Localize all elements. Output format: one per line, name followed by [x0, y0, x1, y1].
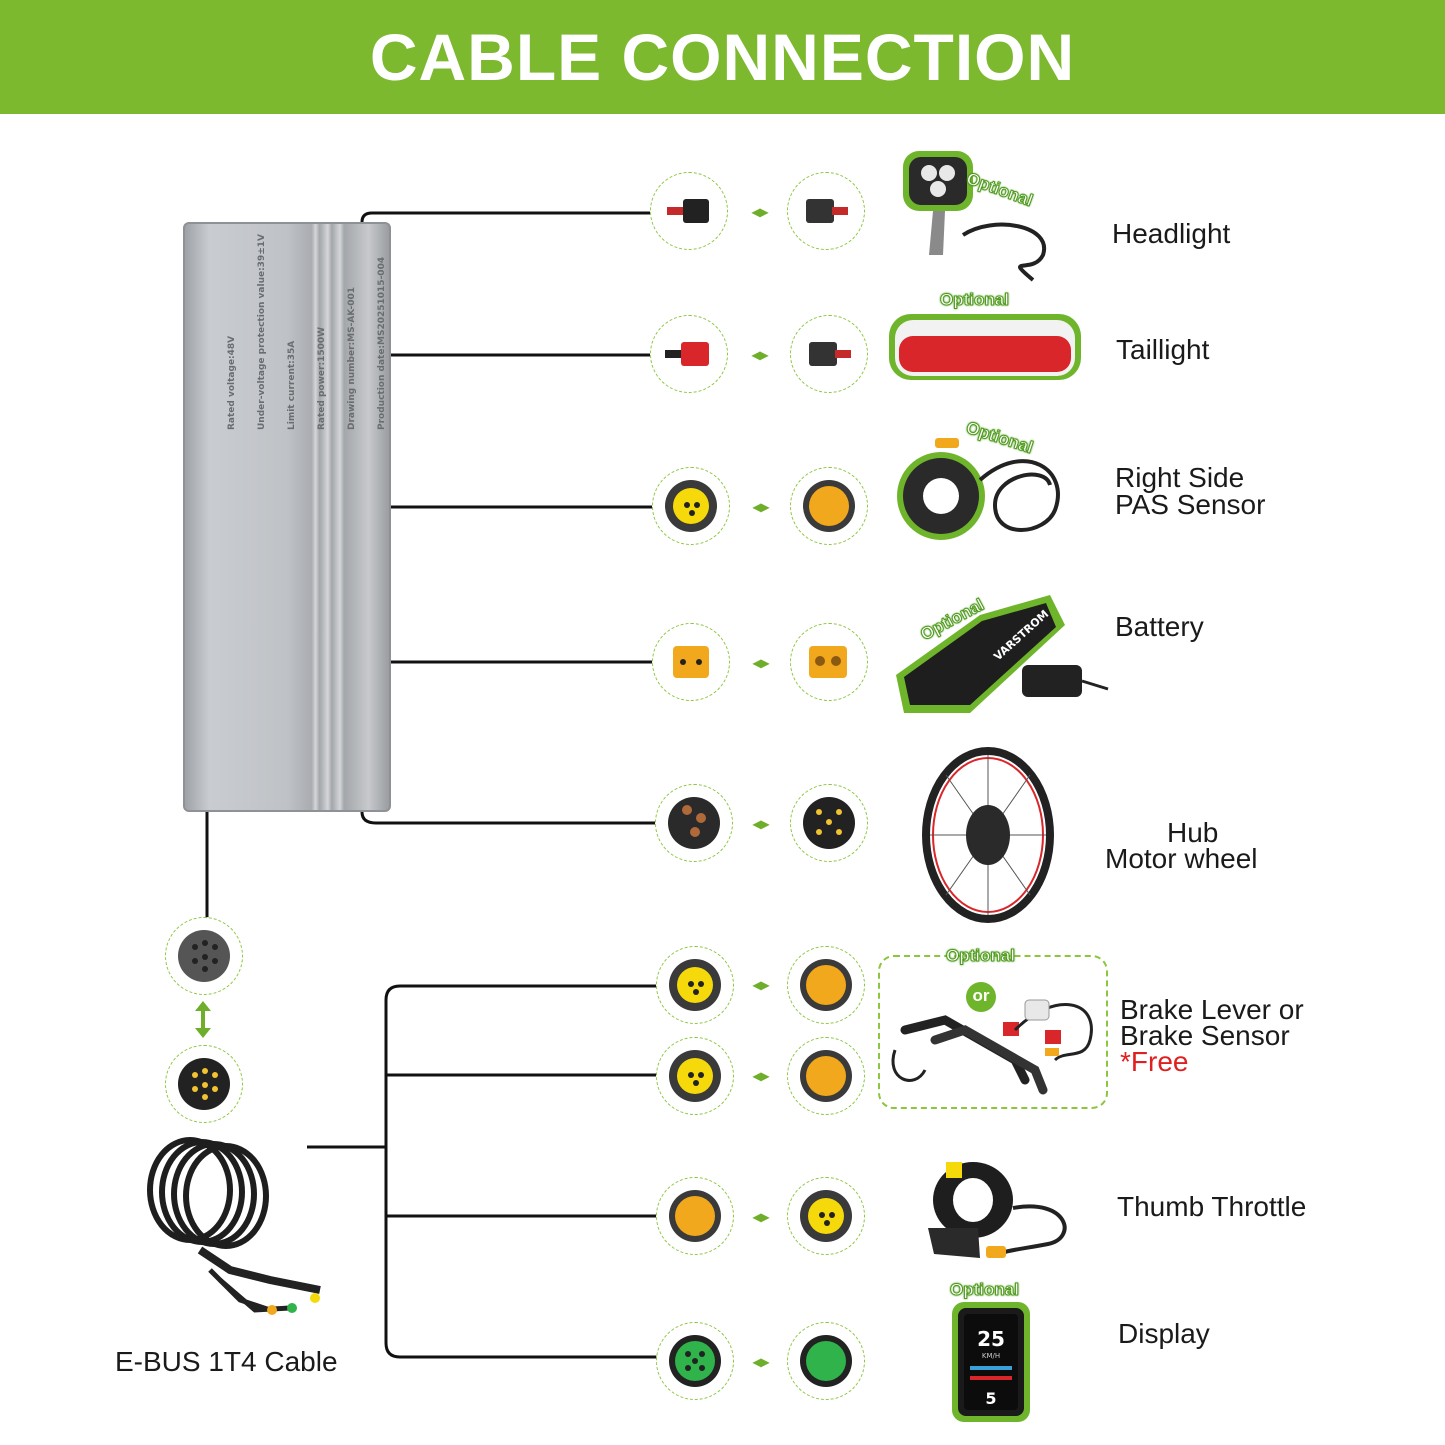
connect-arrow-icon: ◂▸: [752, 977, 770, 994]
taillight-image: [889, 314, 1081, 380]
battery-connector-female: [790, 623, 868, 701]
cable-bus: [384, 1000, 658, 1359]
connect-arrow-icon: ◂▸: [752, 1068, 770, 1085]
display-connector-female: [787, 1322, 865, 1400]
brake-free-label: *Free: [1120, 1046, 1189, 1077]
display-unit: KM/H: [982, 1352, 1000, 1360]
connect-arrow-icon: ◂▸: [752, 655, 770, 672]
pas-connector-male: [652, 467, 730, 545]
brake-lever-image: [891, 999, 1093, 1095]
connect-arrow-icon: ◂▸: [752, 816, 770, 833]
pas-label-line1: Right Side: [1115, 462, 1245, 493]
hub-wire: [360, 811, 660, 825]
taillight-connector-male: [650, 315, 728, 393]
brake-connector-2-male: [656, 1037, 734, 1115]
pas-sensor-image: [897, 438, 1060, 540]
display-gear: 5: [985, 1389, 996, 1408]
pas-connector-female: [790, 467, 868, 545]
connect-arrow-icon: ◂▸: [752, 499, 770, 516]
battery-image: VARSTROM: [896, 595, 1109, 713]
ebus-cable-label: E-BUS 1T4 Cable: [115, 1346, 338, 1377]
headlight-label: Headlight: [1112, 218, 1231, 249]
hub-label-line1: Hub: [1167, 817, 1219, 848]
taillight-label: Taillight: [1116, 334, 1210, 365]
throttle-label: Thumb Throttle: [1117, 1191, 1307, 1222]
brake-connector-1-female: [787, 946, 865, 1024]
spec-line: Drawing number:MS-AK-001: [347, 287, 357, 430]
spec-line: Production date:MS20251015-004: [377, 256, 387, 430]
ebus-connector-male: [165, 1045, 243, 1123]
page-title: CABLE CONNECTION: [369, 20, 1076, 94]
display-connector-male: [656, 1322, 734, 1400]
controller-box: [183, 222, 391, 812]
thumb-throttle-image: [928, 1162, 1067, 1258]
headlight-image: [903, 151, 1047, 282]
battery-connector-male: [652, 623, 730, 701]
display-image: 25 KM/H 5: [952, 1302, 1030, 1422]
connect-arrow-icon: ◂▸: [751, 204, 769, 221]
ebus-connector-female: [165, 917, 243, 995]
brake-connector-2-female: [787, 1037, 865, 1115]
connect-arrow-icon: ◂▸: [752, 1354, 770, 1371]
hub-label-line2: Motor wheel: [1105, 843, 1258, 874]
hub-connector-female: [790, 784, 868, 862]
throttle-connector-male: [656, 1177, 734, 1255]
brake-label-line1: Brake Lever or: [1120, 994, 1304, 1025]
headlight-connector-male: [650, 172, 728, 250]
brake-label-line2: Brake Sensor: [1120, 1020, 1290, 1051]
optional-tag: Optional: [940, 290, 1010, 310]
controller-spec-label: Rated voltage:48V Under-voltage protecti…: [207, 234, 387, 430]
pas-label-line2: PAS Sensor: [1115, 489, 1266, 520]
header-banner: [0, 0, 1445, 114]
display-label: Display: [1118, 1318, 1210, 1349]
battery-label: Battery: [1115, 611, 1204, 642]
optional-tag: Optional: [946, 946, 1016, 966]
display-speed: 25: [977, 1327, 1005, 1351]
spec-line: Under-voltage protection value:39±1V: [257, 234, 267, 430]
headlight-wire: [360, 211, 650, 223]
hub-motor-wheel-image: [922, 747, 1054, 923]
connect-arrow-icon: ◂▸: [751, 347, 769, 364]
brake-options-frame: [878, 955, 1108, 1109]
optional-tag: Optional: [950, 1280, 1020, 1300]
spec-line: Rated power:1500W: [317, 326, 327, 430]
or-badge: or: [966, 982, 996, 1012]
throttle-connector-female: [787, 1177, 865, 1255]
brake-connector-1-male: [656, 946, 734, 1024]
hub-connector-male: [655, 784, 733, 862]
spec-line: Limit current:35A: [287, 340, 297, 430]
ebus-cable-image: [147, 1137, 321, 1315]
connect-arrow-icon: ◂▸: [752, 1209, 770, 1226]
headlight-connector-female: [787, 172, 865, 250]
taillight-connector-female: [790, 315, 868, 393]
spec-line: Rated voltage:48V: [227, 335, 237, 430]
brake-wire-1: [384, 984, 658, 1001]
